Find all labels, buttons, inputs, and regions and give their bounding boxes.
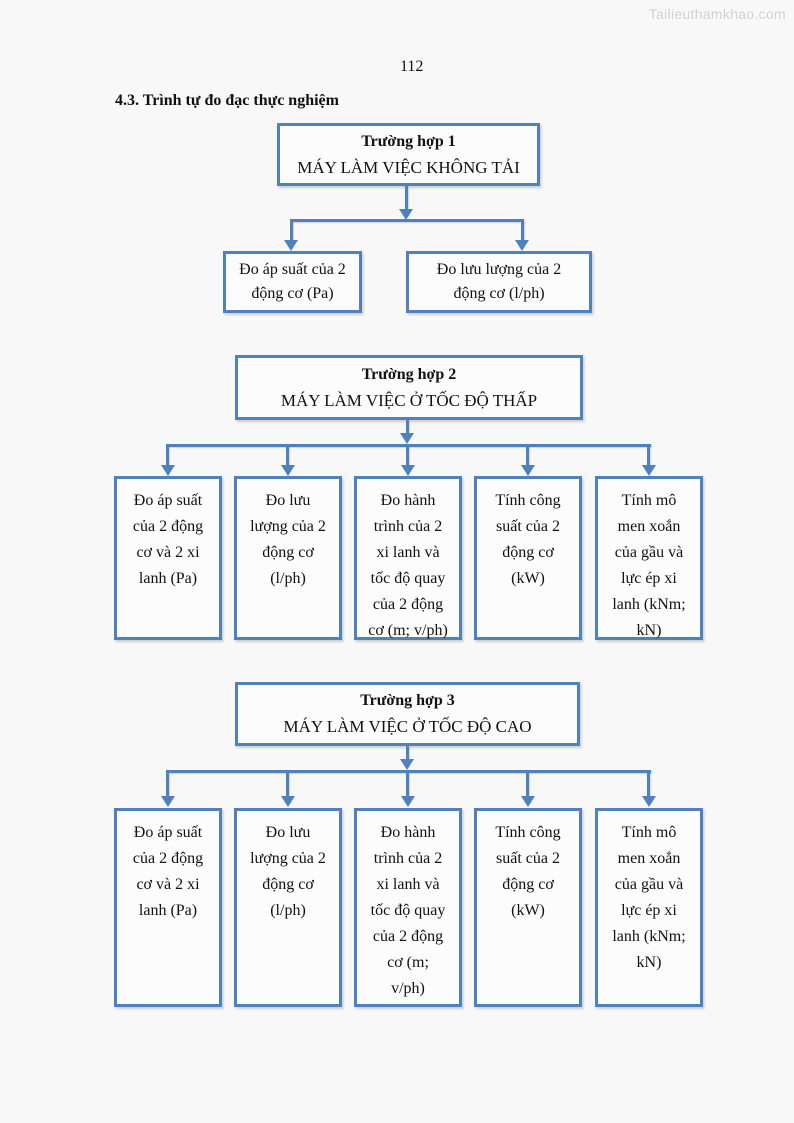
case2-drop-1: [166, 446, 169, 466]
case2-child-box-1: Đo áp suất của 2 động cơ và 2 xi lanh (P…: [114, 476, 222, 640]
arrowhead-down-icon: [401, 796, 415, 807]
arrowhead-down-icon: [161, 796, 175, 807]
watermark: Tailieuthamkhao.com: [648, 6, 786, 22]
arrowhead-down-icon: [642, 465, 656, 476]
case1-subtitle: MÁY LÀM VIỆC KHÔNG TẢI: [297, 157, 520, 177]
case1-child-box-2: Đo lưu lượng của 2 động cơ (l/ph): [406, 251, 592, 313]
case2-child-box-3: Đo hành trình của 2 xi lanh và tốc độ qu…: [354, 476, 462, 640]
case3-child-box-2: Đo lưu lượng của 2 động cơ (l/ph): [234, 808, 342, 1007]
case2-branch-line: [166, 444, 651, 447]
case3-child-box-1: Đo áp suất của 2 động cơ và 2 xi lanh (P…: [114, 808, 222, 1007]
case2-drop-5: [647, 446, 650, 466]
arrowhead-down-icon: [401, 465, 415, 476]
case3-title-box: Trường hợp 3 MÁY LÀM VIỆC Ở TỐC ĐỘ CAO: [235, 682, 580, 746]
case3-child-box-3: Đo hành trình của 2 xi lanh và tốc độ qu…: [354, 808, 462, 1007]
arrowhead-down-icon: [515, 240, 529, 251]
page-number: 112: [400, 58, 424, 75]
arrowhead-down-icon: [642, 796, 656, 807]
case1-child-box-1: Đo áp suất của 2 động cơ (Pa): [223, 251, 362, 313]
case2-title: Trường hợp 2: [361, 365, 457, 383]
arrowhead-down-icon: [400, 433, 414, 444]
case1-drop-1: [290, 221, 293, 241]
case2-child-box-5: Tính mô men xoắn của gầu và lực ép xi la…: [595, 476, 703, 640]
case3-connector-stem: [406, 746, 409, 760]
arrowhead-down-icon: [281, 465, 295, 476]
case1-drop-2: [521, 221, 524, 241]
case3-child-box-5: Tính mô men xoắn của gầu và lực ép xi la…: [595, 808, 703, 1007]
case1-title-box: Trường hợp 1 MÁY LÀM VIỆC KHÔNG TẢI: [277, 123, 540, 186]
case3-drop-3: [406, 772, 409, 797]
arrowhead-down-icon: [521, 796, 535, 807]
case3-drop-5: [647, 772, 650, 797]
arrowhead-down-icon: [284, 240, 298, 251]
arrowhead-down-icon: [399, 209, 413, 220]
case2-subtitle: MÁY LÀM VIỆC Ở TỐC ĐỘ THẤP: [280, 390, 538, 410]
case3-drop-4: [526, 772, 529, 797]
case3-branch-line: [166, 770, 651, 773]
section-heading: 4.3. Trình tự đo đạc thực nghiệm: [115, 92, 339, 109]
case3-title: Trường hợp 3: [360, 692, 455, 709]
case2-drop-4: [526, 446, 529, 466]
case3-drop-2: [286, 772, 289, 797]
case2-drop-2: [286, 446, 289, 466]
case1-branch-line: [290, 219, 524, 222]
case2-connector-stem: [406, 420, 409, 434]
arrowhead-down-icon: [521, 465, 535, 476]
arrowhead-down-icon: [161, 465, 175, 476]
arrowhead-down-icon: [400, 759, 414, 770]
arrowhead-down-icon: [281, 796, 295, 807]
case1-title: Trường hợp 1: [361, 132, 456, 150]
case2-child-box-4: Tính công suất của 2 động cơ (kW): [474, 476, 582, 640]
case3-subtitle: MÁY LÀM VIỆC Ở TỐC ĐỘ CAO: [283, 717, 532, 736]
case2-title-box: Trường hợp 2 MÁY LÀM VIỆC Ở TỐC ĐỘ THẤP: [235, 355, 583, 420]
case3-child-box-4: Tính công suất của 2 động cơ (kW): [474, 808, 582, 1007]
case2-drop-3: [406, 446, 409, 466]
case3-drop-1: [166, 772, 169, 797]
case2-child-box-2: Đo lưu lượng của 2 động cơ (l/ph): [234, 476, 342, 640]
case1-connector-stem: [405, 186, 408, 210]
